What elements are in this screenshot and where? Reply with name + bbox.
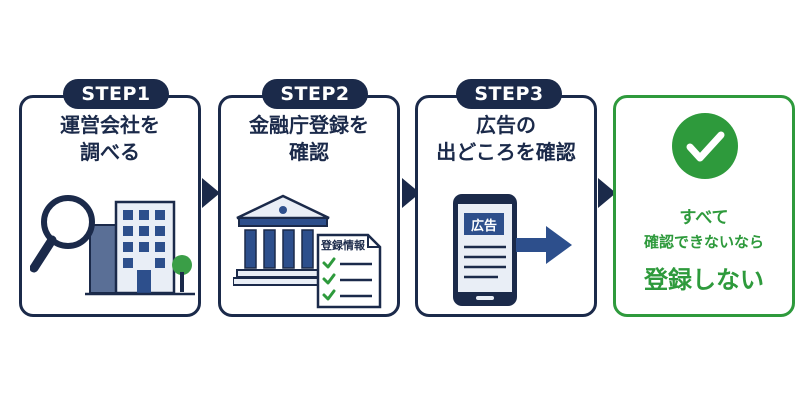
arrow-right-icon — [402, 178, 420, 212]
document-label: 登録情報 — [321, 239, 365, 252]
arrow-right-icon — [202, 178, 220, 212]
bank-building-icon — [233, 194, 333, 286]
big-arrow-right-icon — [516, 226, 572, 264]
magnifier-building-icon — [30, 195, 195, 296]
ad-label: 広告 — [470, 219, 497, 234]
final-line2: 確認できないなら — [643, 233, 764, 251]
registration-document: 登録情報 — [316, 233, 382, 309]
final-card: すべて 確認できないなら 登録しない — [613, 95, 795, 317]
step3-card: 広告の 出どころを確認 広告 — [415, 95, 597, 317]
smartphone: 広告 — [452, 193, 518, 307]
step1-card: 運営会社を 調べる — [19, 95, 201, 317]
step3-title: 広告の 出どころを確認 — [436, 113, 576, 164]
document-checklist-icon — [316, 233, 382, 309]
step3-badge: STEP3 — [456, 79, 562, 109]
step1-badge: STEP1 — [63, 79, 169, 109]
step2-card: 金融庁登録を 確認 登録情報 — [218, 95, 400, 317]
smartphone-icon — [453, 194, 517, 306]
step2-title: 金融庁登録を 確認 — [249, 113, 369, 164]
step1-title: 運営会社を 調べる — [60, 113, 160, 164]
final-line3: 登録しない — [644, 266, 764, 294]
arrow-right-icon — [598, 178, 616, 212]
final-line1: すべて — [679, 208, 729, 228]
check-circle-icon — [672, 113, 738, 179]
step2-badge: STEP2 — [262, 79, 368, 109]
